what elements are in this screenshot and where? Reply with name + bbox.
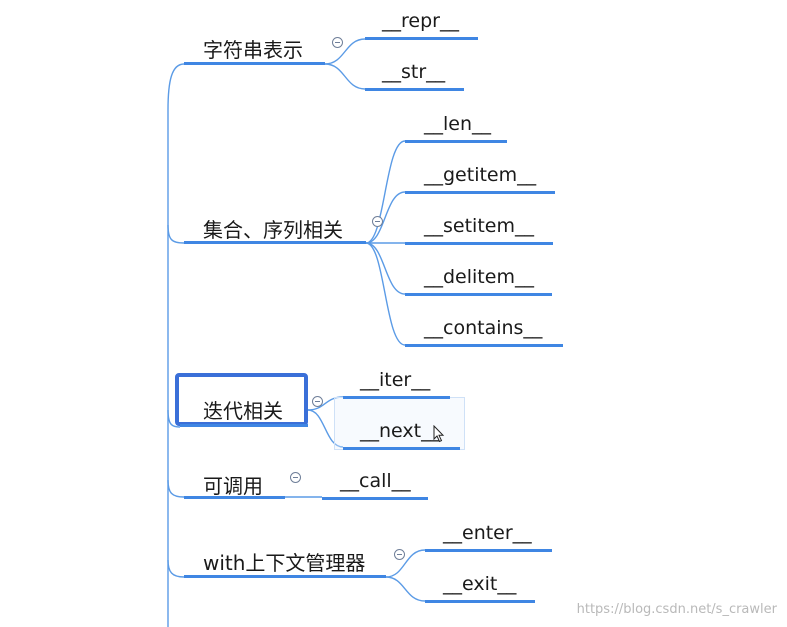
- leaf-underline: [365, 88, 464, 91]
- connector-exit: [385, 576, 426, 602]
- leaf-exit[interactable]: __exit__: [443, 573, 517, 595]
- connector-getitem: [365, 191, 406, 244]
- leaf-next[interactable]: __next__: [360, 420, 441, 442]
- leaf-len[interactable]: __len__: [424, 113, 492, 135]
- leaf-underline: [343, 447, 460, 450]
- branch-underline: [184, 62, 325, 65]
- leaf-underline: [405, 293, 552, 296]
- leaf-setitem[interactable]: __setitem__: [424, 215, 534, 237]
- branch-underline: [184, 496, 285, 499]
- leaf-underline: [322, 497, 428, 500]
- leaf-delitem[interactable]: __delitem__: [424, 266, 534, 288]
- branch-context-manager[interactable]: with上下文管理器: [203, 551, 366, 575]
- connector-next: [307, 409, 344, 448]
- leaf-underline: [405, 344, 563, 347]
- leaf-underline: [425, 549, 552, 552]
- branch-underline: [184, 241, 366, 244]
- leaf-getitem[interactable]: __getitem__: [424, 164, 537, 186]
- collapse-icon[interactable]: [312, 396, 323, 407]
- connector-delitem: [365, 242, 406, 295]
- connector-contains: [365, 242, 406, 346]
- connector-enter: [385, 549, 426, 578]
- leaf-contains[interactable]: __contains__: [424, 317, 543, 339]
- branch-string-repr[interactable]: 字符串表示: [203, 38, 303, 62]
- collapse-icon[interactable]: [332, 37, 343, 48]
- connector-branch-2: [167, 224, 185, 244]
- branch-underline: [184, 575, 386, 578]
- hover-highlight: [334, 397, 465, 450]
- leaf-underline: [405, 191, 555, 194]
- collapse-icon[interactable]: [372, 216, 383, 227]
- connector-branch-4: [167, 479, 185, 498]
- branch-callable[interactable]: 可调用: [203, 474, 263, 498]
- leaf-underline: [405, 242, 553, 245]
- connector-repr: [324, 38, 366, 65]
- collapse-icon[interactable]: [290, 472, 301, 483]
- trunk-line: [167, 63, 185, 627]
- connector-branch-3: [167, 409, 181, 428]
- branch-iteration[interactable]: 迭代相关: [203, 399, 283, 423]
- leaf-underline: [365, 37, 478, 40]
- watermark: https://blog.csdn.net/s_crawler: [576, 602, 777, 617]
- leaf-underline: [343, 396, 450, 399]
- branch-underline: [180, 424, 308, 427]
- leaf-repr[interactable]: __repr__: [382, 10, 459, 32]
- collapse-icon[interactable]: [394, 549, 405, 560]
- connector-len: [365, 140, 406, 244]
- connector-str: [324, 63, 366, 90]
- leaf-enter[interactable]: __enter__: [443, 522, 532, 544]
- leaf-call[interactable]: __call__: [340, 470, 411, 492]
- leaf-str[interactable]: __str__: [382, 61, 446, 83]
- leaf-underline: [405, 140, 507, 143]
- leaf-iter[interactable]: __iter__: [360, 369, 431, 391]
- leaf-underline: [425, 600, 535, 603]
- mouse-cursor-icon: [433, 425, 445, 443]
- connector-branch-5: [167, 559, 185, 578]
- branch-collection-sequence[interactable]: 集合、序列相关: [203, 218, 343, 242]
